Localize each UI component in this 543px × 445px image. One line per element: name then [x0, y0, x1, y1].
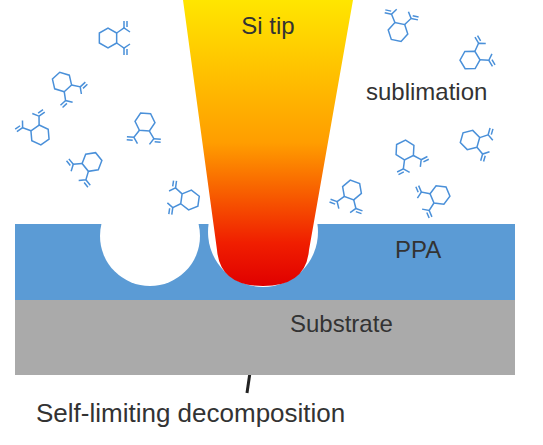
- ppa-molecule: [380, 7, 420, 44]
- ppa-molecule: [99, 21, 130, 55]
- ppa-molecule: [127, 112, 163, 145]
- ppa-molecule: [64, 143, 109, 189]
- tip-pit: [208, 224, 318, 287]
- ppa-molecule: [329, 176, 371, 216]
- ppa-molecule: [386, 135, 430, 178]
- tip-shape: [180, 0, 356, 290]
- caption-label: Self-limiting decomposition: [36, 400, 345, 426]
- written-pit: [100, 224, 200, 286]
- ppa-molecule: [13, 107, 58, 152]
- ppa-molecule: [44, 64, 90, 110]
- si-tip: Si tip: [180, 0, 356, 290]
- ppa-molecule: [166, 180, 201, 218]
- process-label: sublimation: [366, 80, 487, 104]
- ppa-molecule: [454, 34, 498, 79]
- node-label: PPA: [395, 238, 441, 262]
- node-label: Si tip: [241, 14, 294, 38]
- substrate-layer: Substrate: [15, 300, 515, 375]
- ppa-band: [15, 224, 515, 300]
- ppa-molecule: [413, 176, 455, 219]
- node-label: Substrate: [290, 312, 393, 336]
- ppa-molecule: [457, 121, 496, 162]
